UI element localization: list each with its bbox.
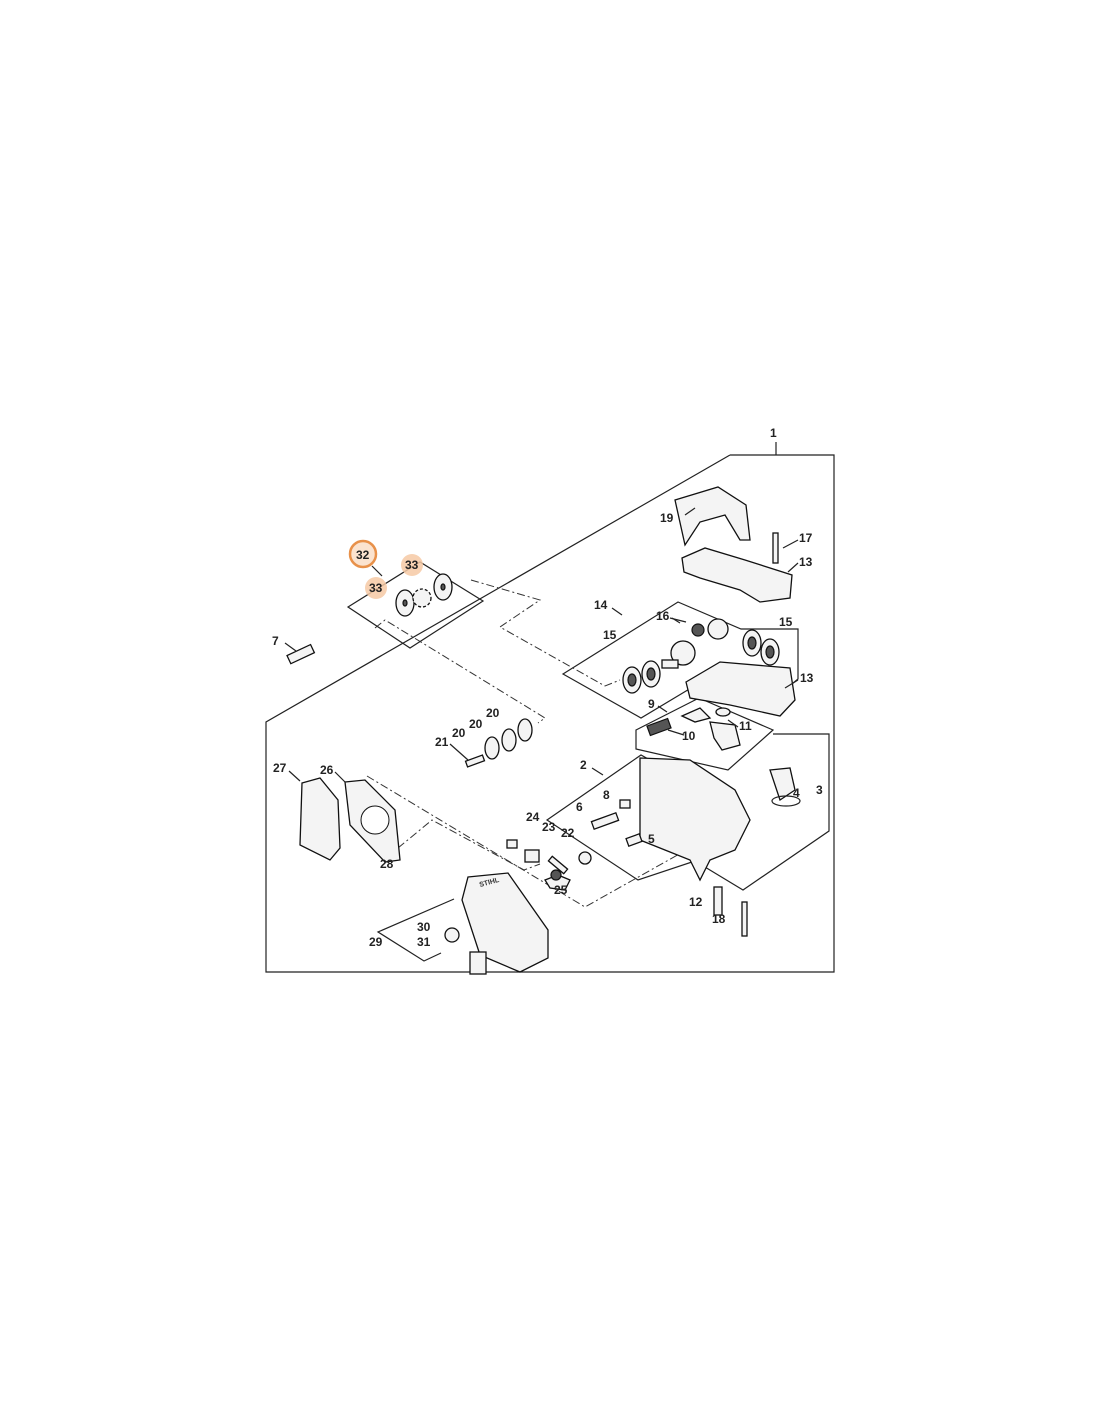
callout-13[interactable]: 13 bbox=[800, 671, 814, 685]
group-outline-3 bbox=[694, 733, 830, 891]
callout-20[interactable]: 20 bbox=[469, 717, 483, 731]
callout-9[interactable]: 9 bbox=[648, 697, 655, 711]
group-outline-29 bbox=[376, 898, 455, 962]
callout-5[interactable]: 5 bbox=[648, 832, 655, 846]
group-outline-32 bbox=[346, 561, 485, 649]
callout-3[interactable]: 3 bbox=[816, 783, 823, 797]
callout-22[interactable]: 22 bbox=[561, 826, 575, 840]
sprocket-parts-32 bbox=[395, 573, 453, 617]
callout-29[interactable]: 29 bbox=[369, 935, 383, 949]
callout-20[interactable]: 20 bbox=[452, 726, 466, 740]
callout-23[interactable]: 23 bbox=[542, 820, 556, 834]
callout-21[interactable]: 21 bbox=[435, 735, 449, 749]
callout-12[interactable]: 12 bbox=[689, 895, 703, 909]
highlight-callout-33a bbox=[401, 554, 423, 576]
group-outline-9 bbox=[635, 697, 775, 771]
callout-19[interactable]: 19 bbox=[660, 511, 674, 525]
bolts-parts-12-18 bbox=[713, 886, 748, 937]
callout-28[interactable]: 28 bbox=[380, 857, 394, 871]
callout-8[interactable]: 8 bbox=[603, 788, 610, 802]
callout-18[interactable]: 18 bbox=[712, 912, 726, 926]
washers-parts-20 bbox=[464, 718, 533, 768]
callout-6[interactable]: 6 bbox=[576, 800, 583, 814]
gear-parts-14 bbox=[622, 617, 780, 694]
bottom-housing-part-13 bbox=[685, 661, 796, 717]
small-parts-5-6-8-22-23-24-25 bbox=[506, 799, 643, 891]
chain-plate-part-27 bbox=[299, 777, 341, 861]
callout-14[interactable]: 14 bbox=[594, 598, 608, 612]
cover-plate-part-26 bbox=[344, 779, 401, 863]
callout-4[interactable]: 4 bbox=[793, 786, 800, 800]
callout-13[interactable]: 13 bbox=[799, 555, 813, 569]
assembly-outline-1 bbox=[265, 454, 835, 973]
callout-1[interactable]: 1 bbox=[770, 426, 777, 440]
callout-32[interactable]: 32 bbox=[356, 548, 370, 562]
callout-11[interactable]: 11 bbox=[739, 719, 752, 733]
callout-26[interactable]: 26 bbox=[320, 763, 334, 777]
callout-2[interactable]: 2 bbox=[580, 758, 587, 772]
callout-25[interactable]: 25 bbox=[554, 883, 568, 897]
highlight-callout-33b bbox=[365, 577, 387, 599]
callout-20[interactable]: 20 bbox=[486, 706, 500, 720]
sprocket-cover-part-29: STIHL bbox=[444, 872, 549, 975]
callout-10[interactable]: 10 bbox=[682, 729, 696, 743]
callout-33[interactable]: 33 bbox=[369, 581, 383, 595]
oil-pump-parts-9 bbox=[646, 707, 741, 751]
callout-16[interactable]: 16 bbox=[656, 609, 670, 623]
callout-15[interactable]: 15 bbox=[603, 628, 617, 642]
callout-33[interactable]: 33 bbox=[405, 558, 419, 572]
callout-15[interactable]: 15 bbox=[779, 615, 793, 629]
callout-7[interactable]: 7 bbox=[272, 634, 279, 648]
gear-housing-part-13 bbox=[681, 532, 793, 603]
gearbox-housing-part-2 bbox=[639, 757, 801, 882]
group-outline-14 bbox=[561, 601, 799, 719]
stud-part-7 bbox=[286, 643, 316, 665]
callout-17[interactable]: 17 bbox=[799, 531, 813, 545]
callout-31[interactable]: 31 bbox=[417, 935, 431, 949]
callout-24[interactable]: 24 bbox=[526, 810, 540, 824]
callout-30[interactable]: 30 bbox=[417, 920, 431, 934]
chain-guard-part-19 bbox=[674, 486, 751, 547]
callout-27[interactable]: 27 bbox=[273, 761, 287, 775]
highlight-callout-32[interactable] bbox=[348, 539, 378, 569]
